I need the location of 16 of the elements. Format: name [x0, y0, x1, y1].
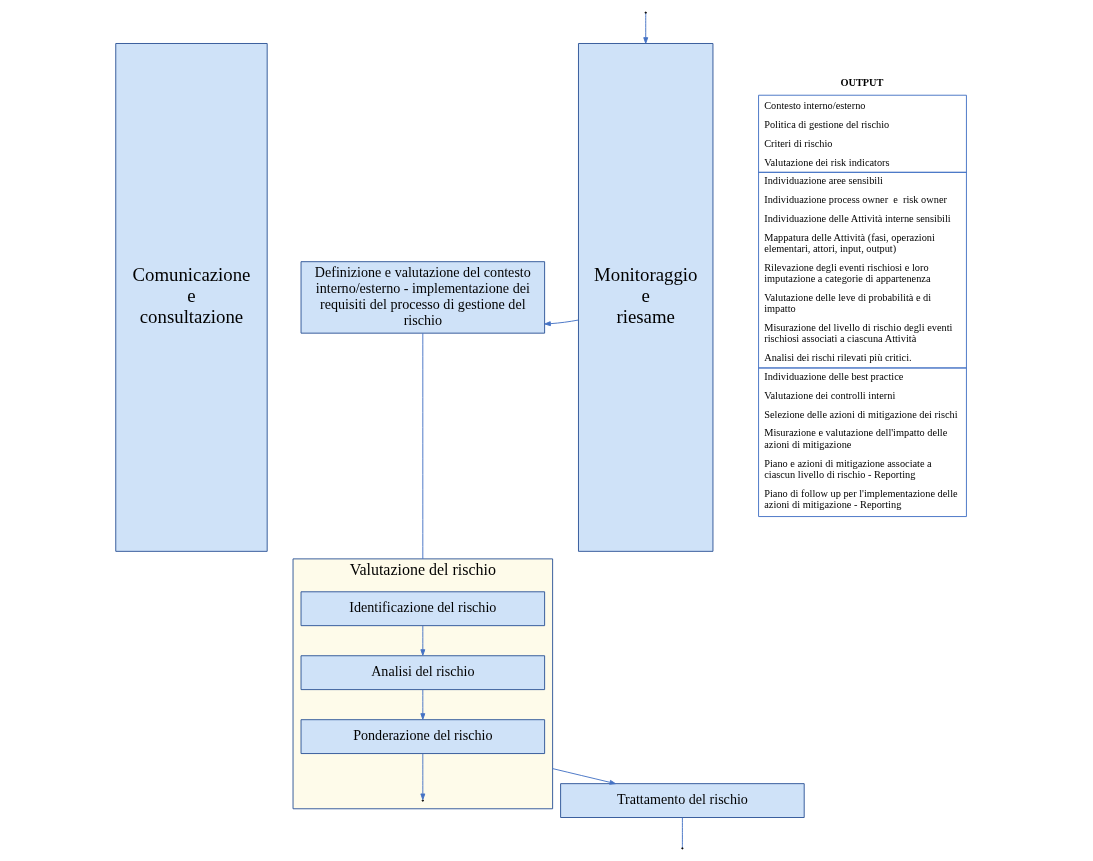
node-box: Ponderazione del rischio — [300, 719, 546, 754]
arrow — [552, 768, 616, 785]
node-box: Definizione e valutazione del contesto interno/esterno - implementazione dei requisiti del processo di gestione del rischio — [300, 261, 546, 334]
node-box: Trattamento del rischio — [560, 783, 805, 818]
node-box: Comunicazione e consultazione — [115, 43, 268, 552]
arrow — [643, 12, 649, 44]
arrow — [420, 625, 426, 656]
node-box: Identificazione del rischio — [300, 591, 546, 627]
arrow — [544, 319, 579, 327]
connector — [681, 817, 683, 848]
node-label: OUTPUT — [840, 76, 884, 88]
arrow — [420, 753, 426, 801]
node-box: Analisi del rischio — [300, 655, 546, 691]
connector — [422, 332, 424, 560]
node-box: Monitoraggio e riesame — [578, 43, 714, 552]
arrow — [420, 689, 426, 720]
